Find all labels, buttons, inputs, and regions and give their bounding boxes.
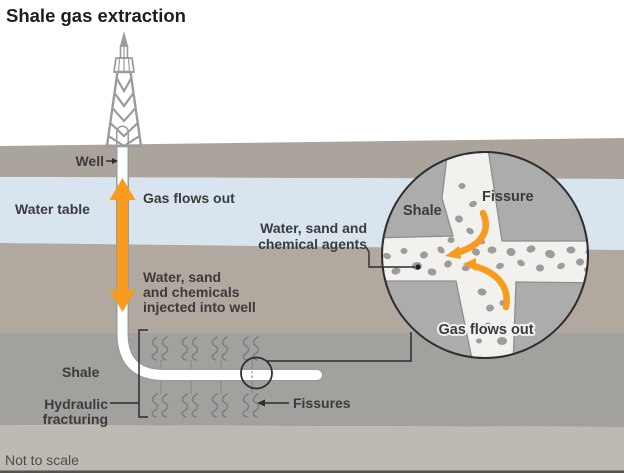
inset-circle-outline (381, 151, 589, 359)
layer-deep-rock (0, 425, 624, 473)
well-label: Well (75, 153, 104, 169)
injection-label-line2: and chemicals (143, 284, 240, 300)
agents-connector-line (365, 246, 415, 268)
not-to-scale-note: Not to scale (5, 452, 79, 468)
drilling-rig-icon (105, 31, 143, 148)
fissures-label: Fissures (293, 395, 351, 411)
shale-label: Shale (62, 364, 100, 380)
hydraulic-label-line2: fracturing (43, 411, 108, 427)
fissures-arrowhead (257, 399, 265, 407)
inset-gas-flow-arrows (445, 209, 510, 311)
agents-label-line2: chemical agents (258, 236, 367, 252)
water-table-label: Water table (15, 201, 90, 217)
inset-gas-flows-out-label: Gas flows out (438, 322, 533, 338)
well-pipe (116, 125, 324, 382)
well-arrowhead (112, 158, 118, 164)
agents-label-line1: Water, sand and (260, 220, 367, 236)
injection-label-line3: injected into well (143, 299, 256, 315)
page-title: Shale gas extraction (6, 5, 186, 26)
injection-label-line1: Water, sand (143, 269, 221, 285)
inset-fissure-label: Fissure (482, 189, 534, 205)
magnifier-source-circle (240, 356, 273, 390)
inset-shale-label: Shale (403, 203, 442, 219)
agents-connector-dot (415, 264, 421, 270)
hydraulic-label-line1: Hydraulic (44, 396, 108, 412)
flow-double-arrow (109, 178, 136, 312)
gas-flows-out-label: Gas flows out (143, 190, 235, 206)
magnifier-connector-line (266, 332, 412, 362)
bottom-divider-bar (0, 470, 624, 473)
hydraulic-fracturing-bracket (138, 329, 148, 418)
